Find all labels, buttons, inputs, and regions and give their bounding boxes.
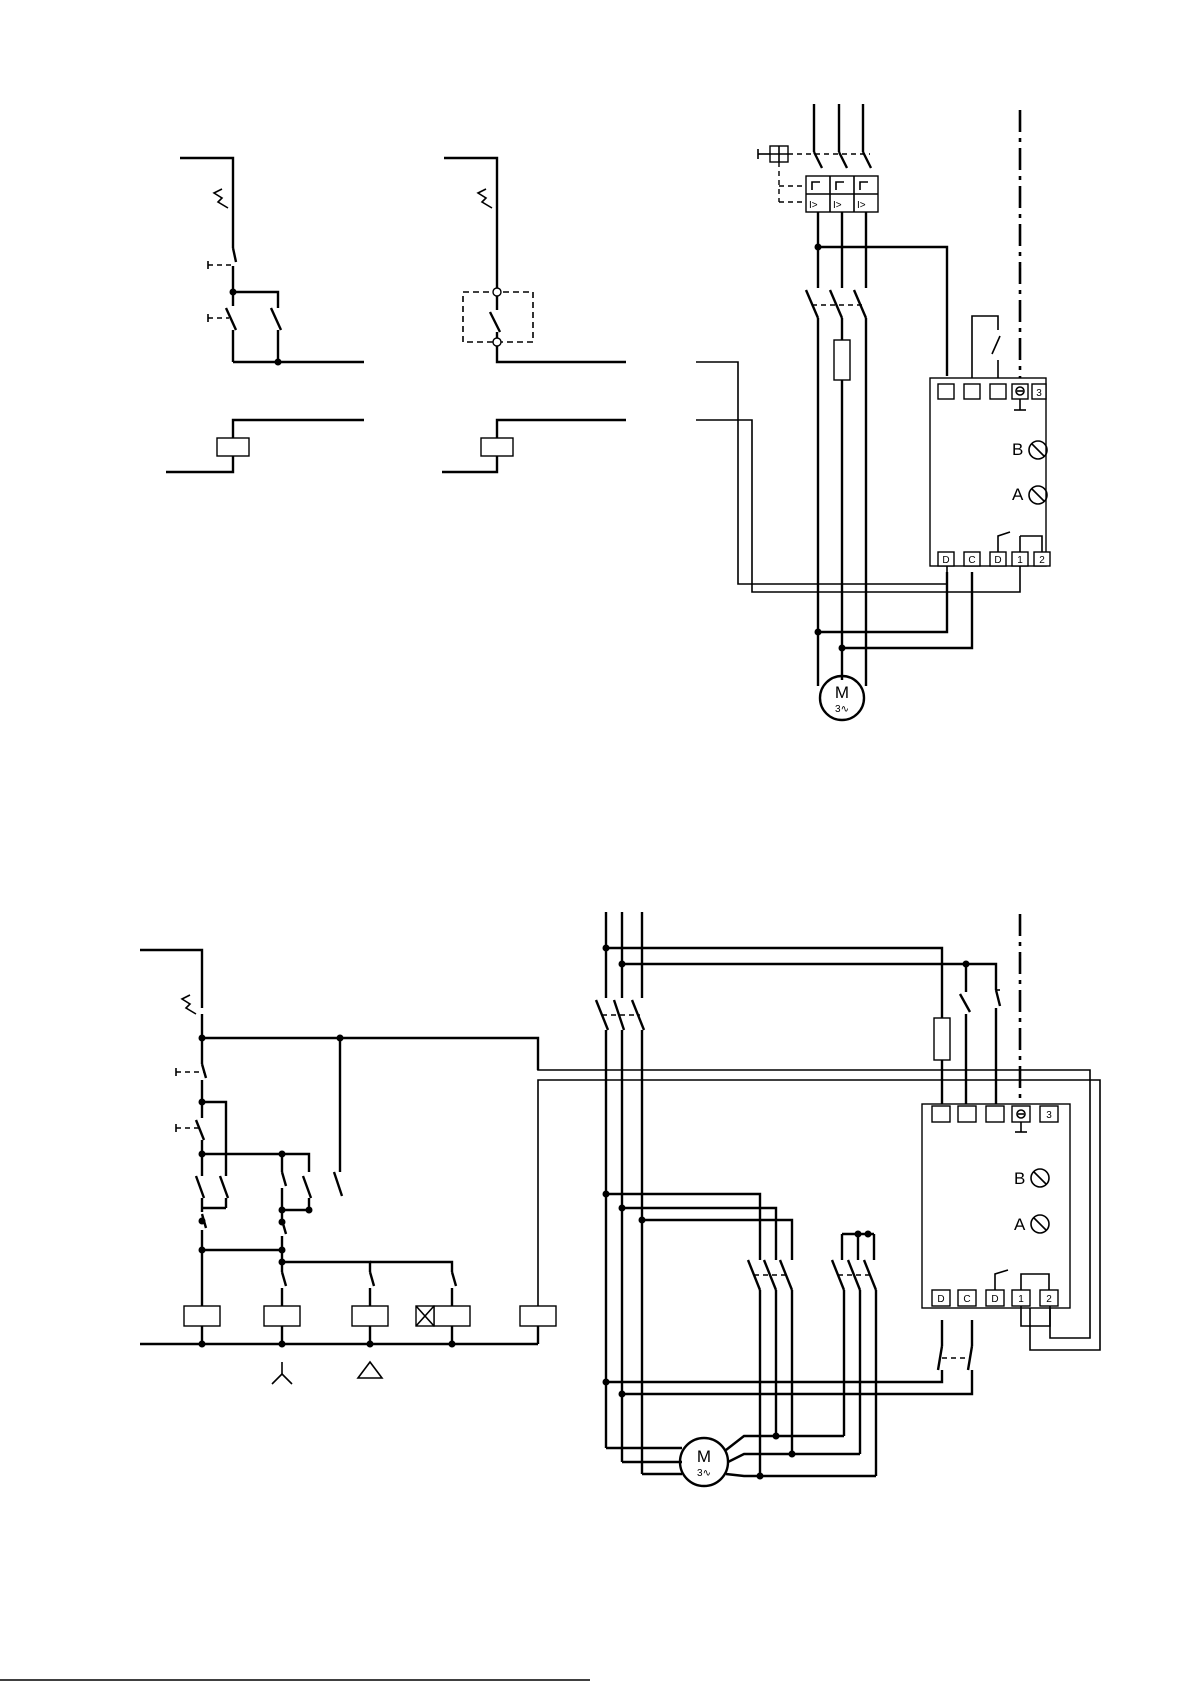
d2-coil-timer [434, 1306, 470, 1326]
svg-text:1: 1 [1017, 555, 1023, 566]
d2-star-symbol-icon [272, 1362, 292, 1384]
svg-text:2: 2 [1046, 1294, 1052, 1305]
svg-text:D: D [994, 555, 1001, 566]
d2-delta-symbol-icon [358, 1362, 382, 1378]
svg-text:C: C [968, 555, 975, 566]
svg-text:1: 1 [1018, 1294, 1024, 1305]
d1-pot-a-label: A [1012, 485, 1024, 504]
svg-text:C: C [963, 1294, 970, 1305]
d2-fuse [934, 1018, 950, 1060]
d2-power-circuit: M 3∿ 3 B A D C [596, 912, 1070, 1486]
d2-coil-aux [520, 1306, 556, 1326]
svg-text:3: 3 [1046, 1110, 1052, 1121]
d1-soft-starter-unit [930, 378, 1046, 566]
d2-pot-a-label: A [1014, 1215, 1026, 1234]
d1-control-circuit-b [442, 158, 626, 472]
svg-text:I>: I> [809, 200, 818, 211]
d1-coil-a [217, 438, 249, 456]
d1-motor-label: M [835, 683, 849, 702]
d2-coil-delta [352, 1306, 388, 1326]
d1-fuse [834, 340, 850, 380]
d1-control-circuit-a [166, 158, 364, 472]
d1-power-circuit: I> I> I> M 3∿ [696, 104, 1050, 720]
d1-motor-sub: 3∿ [835, 704, 849, 715]
d2-coil-star [264, 1306, 300, 1326]
svg-text:D: D [991, 1294, 998, 1305]
d1-coil-b [481, 438, 513, 456]
d2-soft-starter-unit [922, 1104, 1070, 1308]
d1-no-contact-hold [271, 308, 281, 330]
svg-text:D: D [942, 555, 949, 566]
d2-motor-label: M [697, 1447, 711, 1466]
d2-pot-b-label: B [1014, 1169, 1025, 1188]
d2-motor-sub: 3∿ [697, 1468, 711, 1479]
d2-coil-main [184, 1306, 220, 1326]
svg-text:I>: I> [857, 200, 866, 211]
svg-text:3: 3 [1036, 388, 1042, 399]
d1-pot-b-label: B [1012, 440, 1023, 459]
svg-text:2: 2 [1039, 555, 1045, 566]
svg-text:I>: I> [833, 200, 842, 211]
d1-no-contact-start [226, 308, 236, 330]
d1-nc-contact [233, 248, 236, 262]
svg-text:D: D [937, 1294, 944, 1305]
